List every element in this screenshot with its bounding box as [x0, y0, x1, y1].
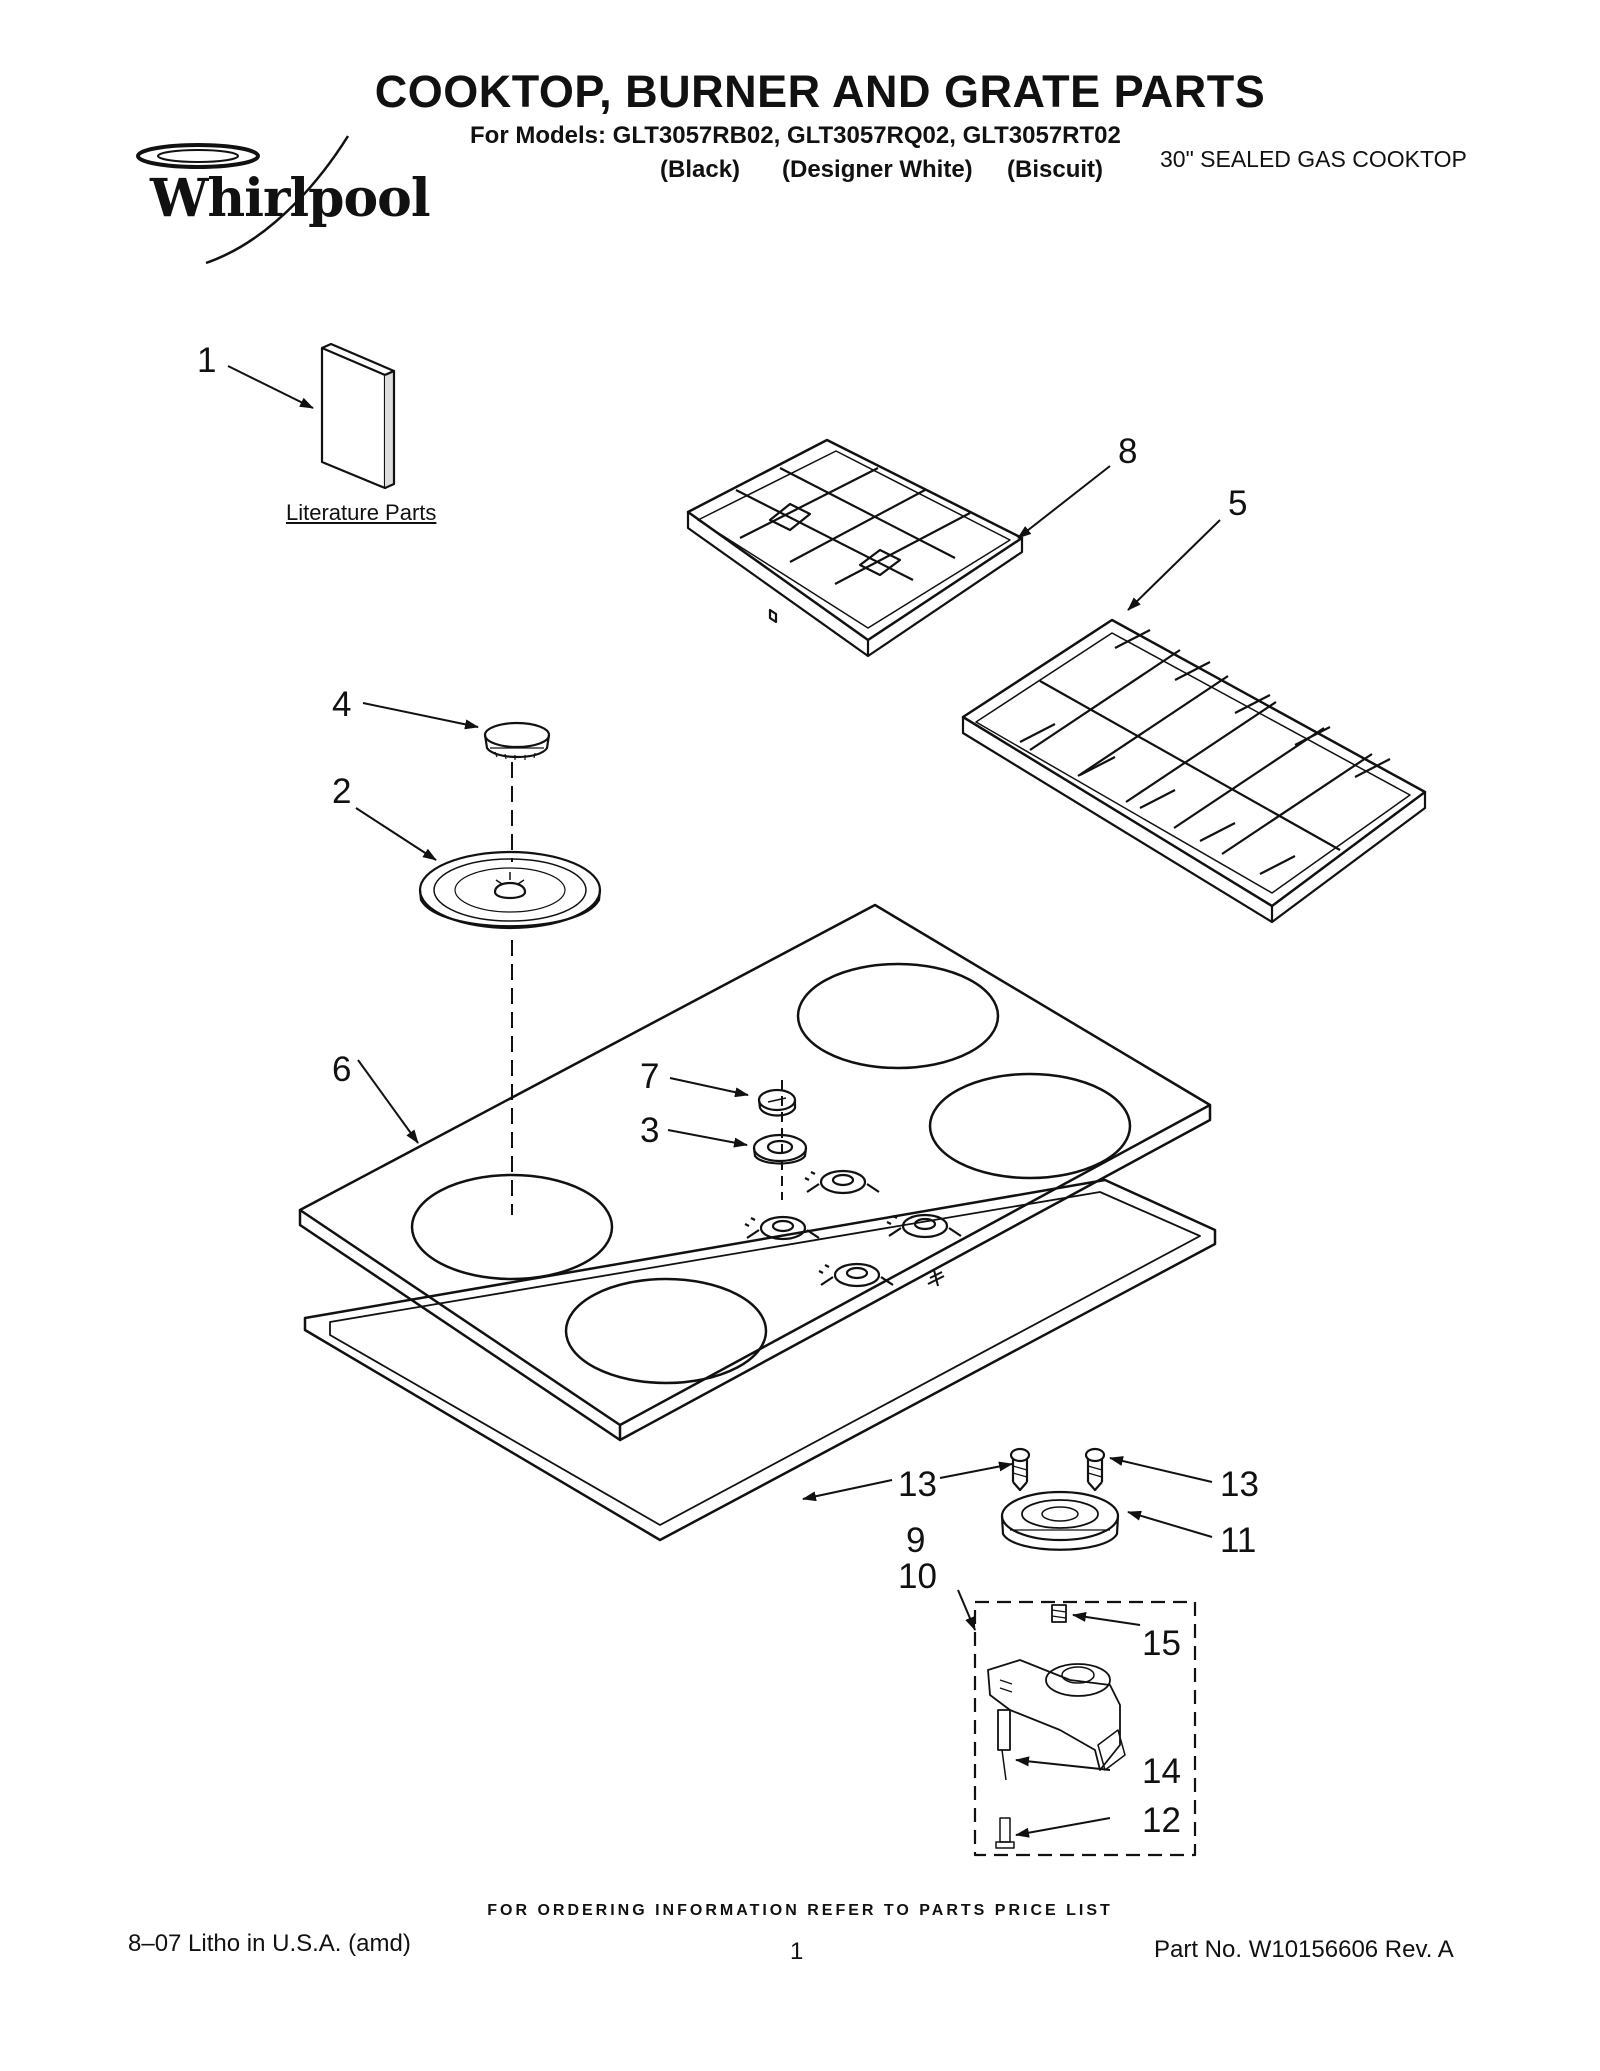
part-number: Part No. W10156606 Rev. A	[1154, 1936, 1454, 1963]
cooktop-top	[298, 903, 1212, 1442]
cooktop-gasket	[303, 1178, 1217, 1542]
burner-orifice	[1051, 1604, 1067, 1623]
logo-wordmark: Whirlpool	[150, 168, 431, 229]
callout-13-right: 13	[1220, 1465, 1259, 1504]
models-line: For Models: GLT3057RB02, GLT3057RQ02, GL…	[470, 122, 1121, 149]
leader-arrows	[227, 365, 1221, 1838]
burner-base	[987, 1659, 1126, 1771]
callout-5: 5	[1228, 484, 1247, 523]
callout-14: 14	[1142, 1752, 1181, 1791]
mounting-screw	[995, 1817, 1015, 1849]
burner-ports	[744, 1169, 962, 1288]
whirlpool-logo: Whirlpool	[128, 128, 431, 268]
callout-3: 3	[640, 1111, 659, 1150]
callout-8: 8	[1118, 432, 1137, 471]
logo-swirl-icon	[136, 135, 350, 265]
callout-2: 2	[332, 772, 351, 811]
burner-cap	[483, 721, 551, 760]
litho-note: 8–07 Litho in U.S.A. (amd)	[128, 1930, 411, 1957]
igniter-cap	[757, 1088, 797, 1117]
callout-7: 7	[640, 1057, 659, 1096]
burner-head	[1000, 1490, 1120, 1551]
product-type: 30" SEALED GAS COOKTOP	[1160, 146, 1467, 172]
callout-1: 1	[197, 341, 216, 380]
callout-10: 10	[898, 1557, 937, 1596]
color-black: (Black)	[660, 156, 741, 183]
callout-12: 12	[1142, 1801, 1181, 1840]
callout-6: 6	[332, 1050, 351, 1089]
callout-9: 9	[906, 1521, 925, 1560]
igniter-grommet	[752, 1133, 808, 1165]
burner-spreader	[418, 850, 602, 930]
literature-booklet	[320, 342, 396, 490]
callout-labels: 1 4 8 5 2 6 7 3 13 13 9 11 10 15 14 12	[197, 341, 1259, 1840]
page-title: COOKTOP, BURNER AND GRATE PARTS	[374, 66, 1266, 117]
color-designer-white: (Designer White)	[782, 156, 973, 183]
burner-base-assembly-box	[973, 1600, 1197, 1857]
ordering-note: FOR ORDERING INFORMATION REFER TO PARTS …	[487, 1902, 1113, 1919]
callout-13-left: 13	[898, 1465, 937, 1504]
page-number: 1	[790, 1938, 804, 1965]
callout-11: 11	[1220, 1521, 1256, 1560]
grate-small	[686, 438, 1024, 658]
screw-right	[1084, 1447, 1106, 1492]
grate-large	[961, 618, 1427, 924]
callout-15: 15	[1142, 1624, 1181, 1663]
literature-parts-label: Literature Parts	[286, 500, 437, 525]
screw-left	[1009, 1447, 1031, 1492]
callout-4: 4	[332, 685, 351, 724]
spark-electrode	[997, 1709, 1011, 1781]
color-biscuit: (Biscuit)	[1007, 156, 1103, 183]
